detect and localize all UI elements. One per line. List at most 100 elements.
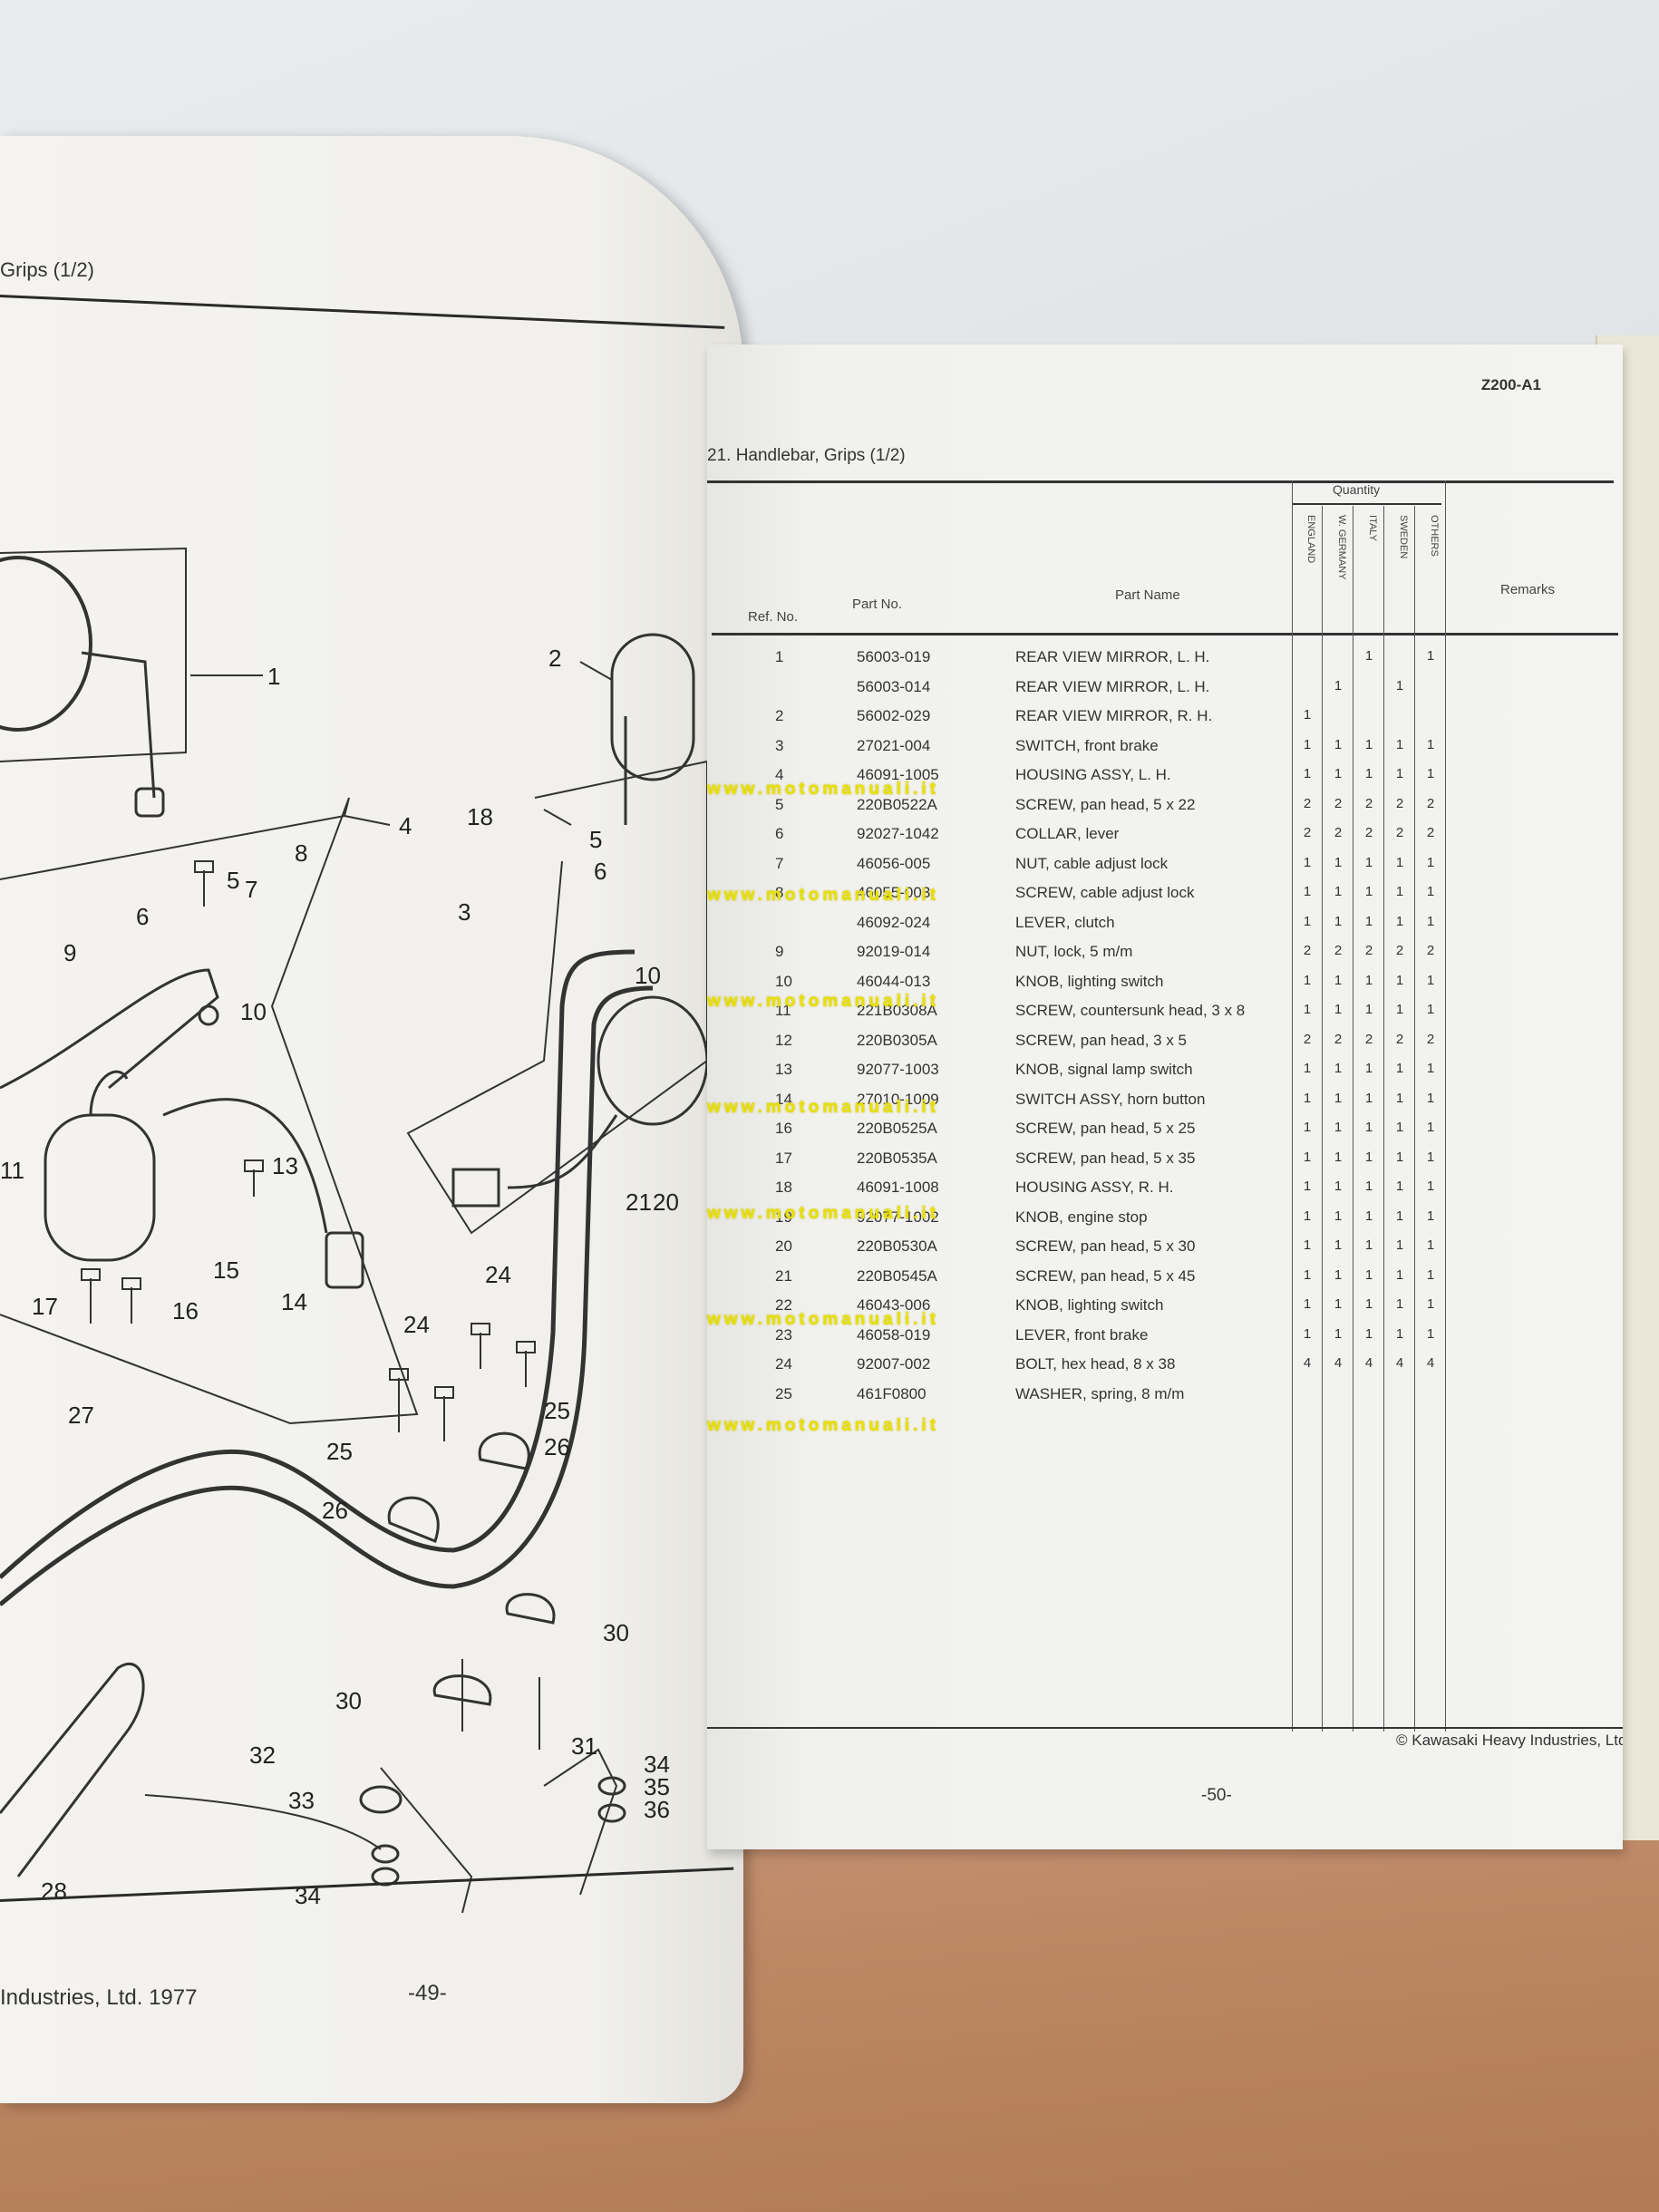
- quantity-cell: 1: [1395, 766, 1404, 781]
- part-no-cell: 220B0530A: [857, 1237, 937, 1255]
- quantity-cell: 2: [1426, 943, 1435, 958]
- country-w-germany: W. GERMANY: [1336, 515, 1347, 580]
- quantity-cell: 1: [1364, 884, 1373, 899]
- quantity-cell: 2: [1395, 795, 1404, 811]
- part-no-cell: 220B0522A: [857, 795, 937, 813]
- part-name-cell: COLLAR, lever: [1015, 825, 1120, 842]
- part-name-cell: SCREW, pan head, 3 x 5: [1015, 1031, 1187, 1049]
- svg-text:30: 30: [603, 1619, 629, 1646]
- quantity-cell: 1: [1395, 1061, 1404, 1076]
- quantity-cell: 1: [1334, 766, 1343, 781]
- part-name-cell: SCREW, cable adjust lock: [1015, 884, 1195, 901]
- quantity-cell: 1: [1364, 1002, 1373, 1017]
- quantity-cell: 1: [1303, 736, 1312, 752]
- quantity-cell: 1: [1364, 854, 1373, 870]
- left-page: Grips (1/2): [0, 136, 743, 2103]
- quantity-rule: [1292, 503, 1441, 505]
- svg-text:10: 10: [635, 962, 661, 989]
- svg-text:10: 10: [240, 998, 267, 1025]
- ref-no-cell: 1: [775, 648, 784, 665]
- svg-text:9: 9: [63, 939, 76, 966]
- part-no-cell: 220B0545A: [857, 1266, 937, 1285]
- watermark: www.motomanuali.it: [707, 1204, 940, 1223]
- exploded-parts-diagram: 1 2 3 4 5 6 7 8 9 10 11 13 14 15 16 17 1…: [0, 547, 709, 1913]
- quantity-cell: 1: [1395, 1090, 1404, 1106]
- quantity-cell: 1: [1334, 972, 1343, 988]
- ref-no-cell: 2: [775, 707, 784, 724]
- quantity-cell: 1: [1303, 1208, 1312, 1224]
- part-no-cell: 46056-005: [857, 854, 931, 872]
- part-no-cell: 220B0535A: [857, 1149, 937, 1167]
- svg-text:30: 30: [335, 1687, 362, 1714]
- quantity-cell: 1: [1395, 1149, 1404, 1165]
- part-no-cell: 220B0305A: [857, 1031, 937, 1049]
- quantity-cell: 1: [1395, 1002, 1404, 1017]
- watermark: www.motomanuali.it: [707, 1098, 940, 1117]
- quantity-cell: 1: [1395, 1179, 1404, 1194]
- svg-text:25: 25: [544, 1397, 570, 1424]
- quantity-cell: 1: [1334, 1237, 1343, 1253]
- svg-text:7: 7: [245, 876, 257, 903]
- ref-no-cell: 24: [775, 1355, 792, 1373]
- quantity-cell: 2: [1303, 943, 1312, 958]
- quantity-cell: 1: [1426, 884, 1435, 899]
- part-no-header: Part No.: [852, 597, 903, 612]
- quantity-cell: 1: [1426, 854, 1435, 870]
- quantity-cell: 1: [1303, 1296, 1312, 1312]
- quantity-cell: 4: [1303, 1355, 1312, 1371]
- quantity-cell: 2: [1303, 795, 1312, 811]
- left-page-number: -49-: [408, 1981, 447, 2005]
- quantity-cell: 2: [1334, 943, 1343, 958]
- ref-no-cell: 19: [775, 1208, 792, 1226]
- watermark: www.motomanuali.it: [707, 780, 940, 799]
- quantity-cell: 1: [1334, 1120, 1343, 1135]
- part-name-cell: HOUSING ASSY, L. H.: [1015, 766, 1171, 783]
- part-name-cell: SWITCH, front brake: [1015, 736, 1159, 754]
- svg-text:5: 5: [589, 826, 602, 853]
- quantity-cell: 1: [1364, 1266, 1373, 1283]
- part-name-cell: NUT, cable adjust lock: [1015, 854, 1169, 872]
- quantity-cell: 1: [1395, 677, 1404, 694]
- svg-text:2: 2: [548, 645, 561, 672]
- watermark: www.motomanuali.it: [707, 1416, 940, 1435]
- right-copyright: © Kawasaki Heavy Industries, Ltd: [1396, 1732, 1623, 1749]
- ref-no-cell: 17: [775, 1149, 792, 1167]
- quantity-cell: 1: [1395, 1266, 1404, 1283]
- quantity-cell: 1: [1364, 1296, 1373, 1312]
- quantity-cell: 2: [1334, 1031, 1343, 1047]
- quantity-cell: 1: [1395, 913, 1404, 929]
- quantity-cell: 1: [1334, 854, 1343, 870]
- quantity-cell: 1: [1303, 1266, 1312, 1283]
- svg-text:35: 35: [295, 1909, 321, 1913]
- svg-text:6: 6: [136, 903, 149, 930]
- part-no-cell: 92019-014: [857, 943, 931, 960]
- svg-text:8: 8: [295, 839, 307, 867]
- svg-text:20: 20: [653, 1188, 679, 1216]
- quantity-cell: 1: [1426, 1237, 1435, 1253]
- part-name-cell: LEVER, front brake: [1015, 1325, 1149, 1344]
- svg-text:14: 14: [281, 1288, 307, 1315]
- svg-text:6: 6: [594, 858, 606, 885]
- quantity-cell: 1: [1426, 766, 1435, 781]
- part-name-cell: KNOB, lighting switch: [1015, 1296, 1164, 1314]
- quantity-cell: 1: [1334, 1208, 1343, 1224]
- quantity-cell: 1: [1426, 1296, 1435, 1312]
- svg-text:34: 34: [644, 1751, 670, 1778]
- svg-text:35: 35: [644, 1773, 670, 1800]
- svg-text:21: 21: [626, 1188, 652, 1216]
- part-name-cell: WASHER, spring, 8 m/m: [1015, 1384, 1185, 1402]
- quantity-cell: 1: [1334, 1090, 1343, 1106]
- col-divider: [1322, 506, 1323, 1732]
- svg-text:28: 28: [41, 1877, 67, 1905]
